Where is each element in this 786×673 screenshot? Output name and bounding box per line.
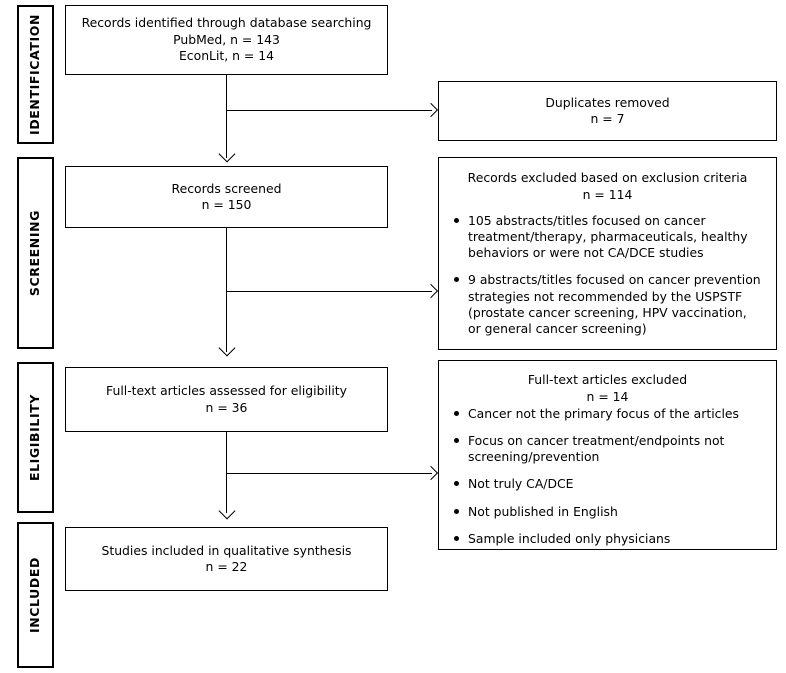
arrow-right-icon-to-fulltext-excluded bbox=[423, 465, 439, 481]
arrow-down-icon-to-included bbox=[218, 502, 236, 520]
records-excluded-bullet-2-text: 9 abstracts/titles focused on cancer pre… bbox=[468, 272, 761, 336]
fulltext-excluded-bullet-5-text: Sample included only physicians bbox=[468, 530, 671, 546]
studies-included-label: Studies included in qualitative synthesi… bbox=[101, 542, 352, 558]
phase-box-identification: IDENTIFICATION bbox=[17, 5, 54, 144]
records-excluded-title: Records excluded based on exclusion crit… bbox=[467, 170, 748, 185]
duplicates-removed-label: Duplicates removed bbox=[545, 94, 670, 110]
box-duplicates-removed: Duplicates removed n = 7 bbox=[438, 81, 777, 141]
fulltext-excluded-bullet-2: Focus on cancer treatment/endpoints not … bbox=[453, 433, 762, 465]
fulltext-excluded-bullet-4-text: Not published in English bbox=[468, 503, 618, 519]
phase-label-eligibility: ELIGIBILITY bbox=[27, 393, 43, 482]
fulltext-excluded-bullet-3: Not truly CA/DCE bbox=[453, 476, 762, 492]
phase-label-included: INCLUDED bbox=[27, 556, 43, 634]
fulltext-excluded-title: Full-text articles excluded bbox=[527, 372, 688, 387]
bullet-dot-icon bbox=[454, 508, 459, 514]
fulltext-excluded-bullet-3-text: Not truly CA/DCE bbox=[468, 476, 574, 492]
connector-fulltext-to-excluded bbox=[226, 473, 432, 474]
arrow-right-icon-to-duplicates bbox=[423, 102, 439, 118]
arrow-down-icon-to-fulltext bbox=[218, 339, 236, 357]
box-records-identified: Records identified through database sear… bbox=[65, 5, 388, 75]
fulltext-excluded-bullet-1-text: Cancer not the primary focus of the arti… bbox=[468, 406, 739, 421]
box-fulltext-excluded: Full-text articles excluded n = 14 Cance… bbox=[438, 360, 777, 550]
box-studies-included: Studies included in qualitative synthesi… bbox=[65, 527, 388, 591]
connector-screened-to-fulltext bbox=[226, 228, 227, 352]
fulltext-excluded-count: n = 14 bbox=[586, 388, 629, 404]
connector-fulltext-to-included bbox=[226, 432, 227, 513]
bullet-dot-icon bbox=[454, 438, 459, 444]
bullet-dot-icon bbox=[454, 218, 459, 223]
records-identified-pubmed: PubMed, n = 143 bbox=[173, 31, 280, 47]
duplicates-removed-count: n = 7 bbox=[590, 111, 625, 126]
phase-box-screening: SCREENING bbox=[17, 157, 54, 349]
records-screened-label: Records screened bbox=[171, 180, 282, 196]
records-excluded-bullet-list: 105 abstracts/titles focused on cancer t… bbox=[453, 213, 762, 337]
records-screened-count: n = 150 bbox=[201, 197, 252, 212]
arrow-down-icon-to-screened bbox=[218, 145, 236, 163]
phase-label-screening: SCREENING bbox=[27, 209, 43, 297]
connector-identified-to-duplicates bbox=[226, 110, 432, 111]
box-records-screened: Records screened n = 150 bbox=[65, 166, 388, 228]
box-fulltext-assessed: Full-text articles assessed for eligibil… bbox=[65, 367, 388, 432]
bullet-dot-icon bbox=[454, 535, 459, 541]
bullet-dot-icon bbox=[454, 277, 459, 283]
phase-label-identification: IDENTIFICATION bbox=[27, 14, 43, 135]
bullet-dot-icon bbox=[454, 481, 459, 487]
phase-box-included: INCLUDED bbox=[17, 522, 54, 668]
records-identified-econlit: EconLit, n = 14 bbox=[178, 48, 275, 64]
fulltext-assessed-label: Full-text articles assessed for eligibil… bbox=[106, 383, 347, 398]
records-excluded-bullet-1: 105 abstracts/titles focused on cancer t… bbox=[453, 213, 762, 261]
fulltext-excluded-bullet-5: Sample included only physicians bbox=[453, 531, 762, 547]
fulltext-excluded-bullet-list: Cancer not the primary focus of the arti… bbox=[453, 406, 762, 547]
connector-identified-to-screened bbox=[226, 75, 227, 158]
box-records-excluded: Records excluded based on exclusion crit… bbox=[438, 157, 777, 350]
fulltext-excluded-bullet-1: Cancer not the primary focus of the arti… bbox=[453, 406, 762, 422]
fulltext-assessed-count: n = 36 bbox=[205, 399, 248, 415]
records-excluded-bullet-2: 9 abstracts/titles focused on cancer pre… bbox=[453, 272, 762, 337]
fulltext-excluded-bullet-4: Not published in English bbox=[453, 504, 762, 520]
records-excluded-bullet-1-text: 105 abstracts/titles focused on cancer t… bbox=[468, 213, 748, 261]
connector-screened-to-records-excluded bbox=[226, 291, 432, 292]
phase-box-eligibility: ELIGIBILITY bbox=[17, 362, 54, 513]
records-identified-line1: Records identified through database sear… bbox=[81, 15, 372, 31]
bullet-dot-icon bbox=[454, 411, 459, 416]
fulltext-excluded-bullet-2-text: Focus on cancer treatment/endpoints not … bbox=[468, 433, 725, 465]
arrow-right-icon-to-records-excluded bbox=[423, 283, 439, 299]
records-excluded-count: n = 114 bbox=[582, 186, 633, 202]
studies-included-count: n = 22 bbox=[205, 559, 248, 574]
